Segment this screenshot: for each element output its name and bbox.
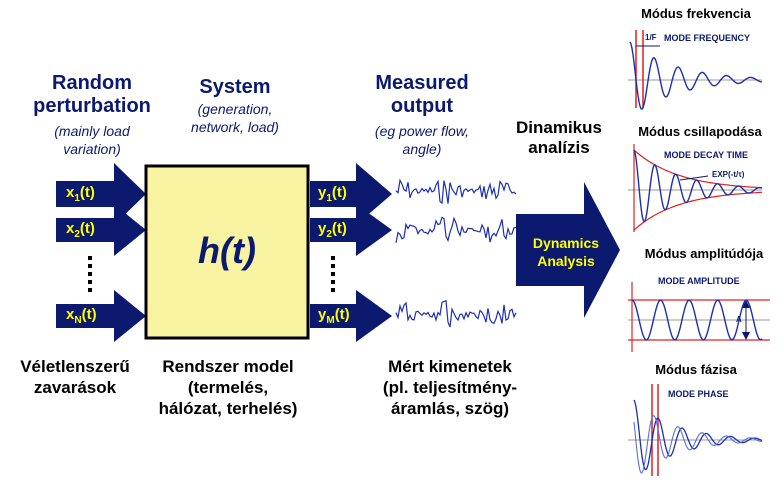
panel-mode-phase <box>628 384 763 476</box>
caption-measured-outputs: Mért kimenetek (pl. teljesítmény- áramlá… <box>362 356 538 419</box>
measured-output-heading: Measured output <box>352 72 492 118</box>
subtitle-line: (generation, <box>197 101 273 117</box>
heading-line: output <box>390 95 454 117</box>
label-base: x <box>66 184 75 201</box>
panel-title-amplitude: Módus amplitúdója <box>644 246 764 261</box>
waveform-phase-a <box>633 399 763 471</box>
subtitle-line: angle) <box>402 141 442 157</box>
label-base: y <box>318 220 327 237</box>
dynamics-analysis-label: Dynamics Analysis <box>516 234 616 270</box>
label-sub: 1 <box>326 193 332 204</box>
panel-mode-decay <box>628 144 763 232</box>
label-tail: (t) <box>331 184 347 201</box>
panel-title-decay: Módus csillapodása <box>638 124 762 139</box>
subtitle-line: variation) <box>63 141 121 157</box>
caption-line: áramlás, szög) <box>390 399 510 418</box>
caption-system-model: Rendszer model (termelés, hálózat, terhe… <box>140 356 316 419</box>
signal-y1 <box>395 178 517 205</box>
output-arrow-y2 <box>310 204 392 256</box>
annotation-mode-decay-time: MODE DECAY TIME <box>664 150 749 160</box>
label-tail: (t) <box>334 306 350 323</box>
input-label-xN: xN(t) <box>66 306 97 326</box>
waveform-decay <box>633 149 763 223</box>
heading-line: perturbation <box>33 95 151 117</box>
heading-line: System <box>199 76 271 98</box>
label-sub: N <box>74 315 82 326</box>
output-arrow-yM <box>310 290 392 342</box>
caption-line: zavarások <box>33 378 117 397</box>
label-sub: 1 <box>74 193 80 204</box>
caption-random-disturbances: Véletlenszerű zavarások <box>0 356 150 398</box>
label-line: Dynamics <box>532 235 600 251</box>
label-base: x <box>66 306 75 323</box>
signal-y2 <box>395 216 517 243</box>
output-arrow-y1 <box>310 163 392 225</box>
dynamics-analysis-arrow <box>516 182 620 318</box>
random-perturbation-heading: Random perturbation <box>22 72 162 118</box>
dinamikus-analizis-heading: Dinamikus analízis <box>500 118 618 158</box>
exp-pointer <box>679 175 709 181</box>
annotation-period: 1/F <box>645 33 657 42</box>
heading-line: Measured <box>375 72 469 94</box>
input-label-x1: x1(t) <box>66 184 95 204</box>
system-transfer-function: h(t) <box>198 230 256 271</box>
heading-line: analízis <box>528 138 590 157</box>
caption-line: Mért kimenetek <box>388 357 512 376</box>
panel-title-phase: Módus fázisa <box>655 362 737 377</box>
subtitle-line: (eg power flow, <box>374 123 470 139</box>
subtitle-line: network, load) <box>191 119 279 135</box>
waveform-phase-b <box>633 415 763 474</box>
label-tail: (t) <box>331 220 347 237</box>
annotation-mode-phase: MODE PHASE <box>668 389 729 399</box>
label-base: y <box>318 184 327 201</box>
panel-mode-amplitude <box>628 282 770 352</box>
annotation-exp: EXP(-t/τ) <box>712 170 745 179</box>
input-arrow-xN <box>56 290 146 342</box>
output-label-y2: y2(t) <box>318 220 347 240</box>
waveform-frequency <box>629 41 763 110</box>
label-base: y <box>318 306 327 323</box>
caption-line: Véletlenszerű <box>20 357 130 376</box>
caption-line: (termelés, <box>187 378 269 397</box>
amplitude-arrowhead <box>742 332 750 340</box>
label-tail: (t) <box>81 306 97 323</box>
label-base: x <box>66 220 75 237</box>
waveform-amplitude <box>631 299 763 341</box>
panel-title-frequency: Módus frekvencia <box>641 6 751 21</box>
decay-envelope-lower <box>633 191 763 231</box>
annotation-mode-frequency: MODE FREQUENCY <box>664 33 751 43</box>
system-subtitle: (generation, network, load) <box>160 100 310 136</box>
caption-line: hálózat, terhelés) <box>158 399 298 418</box>
random-perturbation-subtitle: (mainly load variation) <box>22 122 162 158</box>
heading-line: Random <box>52 72 132 94</box>
annotation-mode-amplitude: MODE AMPLITUDE <box>658 276 740 286</box>
input-arrow-x2 <box>56 204 146 256</box>
annotation-amplitude-a: A <box>736 315 742 324</box>
input-label-x2: x2(t) <box>66 220 95 240</box>
caption-line: Rendszer model <box>162 357 294 376</box>
label-tail: (t) <box>79 220 95 237</box>
output-label-yM: yM(t) <box>318 306 350 326</box>
label-sub: 2 <box>326 229 332 240</box>
caption-line: (pl. teljesítmény- <box>382 378 518 397</box>
measured-output-subtitle: (eg power flow, angle) <box>352 122 492 158</box>
label-sub: 2 <box>74 229 80 240</box>
output-label-y1: y1(t) <box>318 184 347 204</box>
panel-mode-frequency <box>628 30 763 110</box>
system-heading: System <box>160 76 310 99</box>
signal-yM <box>395 299 517 328</box>
amplitude-arrowhead <box>742 300 750 308</box>
heading-line: Dinamikus <box>516 118 602 137</box>
subtitle-line: (mainly load <box>54 123 130 139</box>
label-tail: (t) <box>79 184 95 201</box>
input-arrow-x1 <box>56 163 146 225</box>
label-sub: M <box>326 315 335 326</box>
label-line: Analysis <box>537 253 595 269</box>
system-box <box>144 164 310 340</box>
